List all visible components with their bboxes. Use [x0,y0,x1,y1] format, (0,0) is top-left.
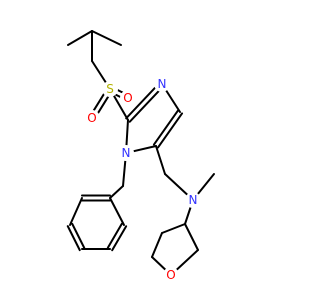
sulfonyl-oxygen-right-background [120,90,136,106]
single-bond [69,197,83,226]
double-bond-line-a [128,84,165,123]
double-bond-line-b [157,112,184,149]
single-bond [161,223,186,234]
imidazole-nitrogen-top-background [154,76,170,92]
double-bond-line-b [106,222,123,249]
imidazole-nitrogen-benzyl-background [118,145,134,161]
double-bond-line-b [125,81,162,120]
sulfonyl-oxygen-left-label: O [87,111,96,125]
imidazole-nitrogen-top-label: N [158,77,167,91]
double-bond-line-b [71,222,86,249]
double-bond-line-a [111,225,128,252]
single-bond [151,232,163,258]
sulfonyl-sulfur-label: S [106,82,114,96]
tetrahydrofuran-oxygen-background [163,267,179,283]
single-bond [109,197,125,226]
single-bond [67,30,93,46]
sulfonyl-oxygen-right-label: O [123,91,132,105]
single-bond [91,30,122,46]
sulfonyl-oxygen-left-background [84,110,100,126]
single-bond [109,185,124,199]
tetrahydrofuran-oxygen-label: O [166,268,175,282]
double-bond-line-a [66,225,81,252]
single-bond [155,145,166,175]
single-bond [184,223,199,251]
imidazole-nitrogen-benzyl-label: N [122,146,131,160]
amine-nitrogen-background [185,192,201,208]
amine-nitrogen-label: N [189,193,198,207]
bonds [66,30,215,276]
sulfonyl-sulfur-background [102,81,118,97]
double-bond-line-a [152,109,179,146]
